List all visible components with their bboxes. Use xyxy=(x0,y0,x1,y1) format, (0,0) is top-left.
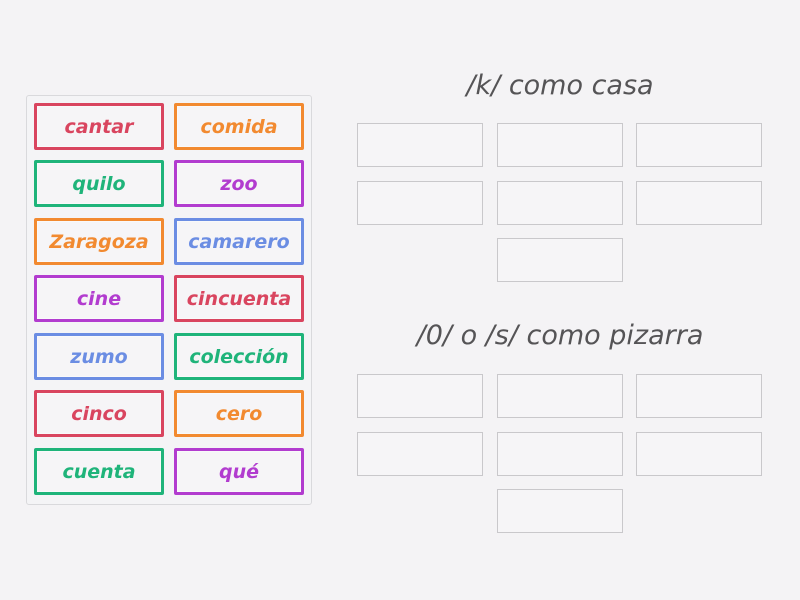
word-card[interactable]: comida xyxy=(174,103,304,150)
drop-slot[interactable] xyxy=(497,432,623,476)
word-card[interactable]: quilo xyxy=(34,160,164,207)
drop-slot[interactable] xyxy=(357,181,483,225)
word-card[interactable]: colección xyxy=(174,333,304,380)
drop-slot[interactable] xyxy=(357,432,483,476)
drop-slot[interactable] xyxy=(497,374,623,418)
drop-slot[interactable] xyxy=(636,123,762,167)
word-card[interactable]: cine xyxy=(34,275,164,322)
word-card[interactable]: cinco xyxy=(34,390,164,437)
drop-slot[interactable] xyxy=(357,374,483,418)
drop-slot[interactable] xyxy=(636,374,762,418)
word-card[interactable]: cuenta xyxy=(34,448,164,495)
word-card[interactable]: cincuenta xyxy=(174,275,304,322)
word-card[interactable]: zumo xyxy=(34,333,164,380)
word-card[interactable]: camarero xyxy=(174,218,304,265)
word-card[interactable]: qué xyxy=(174,448,304,495)
drop-slot[interactable] xyxy=(497,181,623,225)
word-card[interactable]: Zaragoza xyxy=(34,218,164,265)
drop-slot[interactable] xyxy=(497,123,623,167)
drop-slot[interactable] xyxy=(636,432,762,476)
word-card[interactable]: zoo xyxy=(174,160,304,207)
word-card[interactable]: cero xyxy=(174,390,304,437)
drop-slot[interactable] xyxy=(357,123,483,167)
drop-slot[interactable] xyxy=(636,181,762,225)
drop-slot[interactable] xyxy=(497,489,623,533)
drop-slot[interactable] xyxy=(497,238,623,282)
group-heading-theta-s: /0/ o /s/ como pizarra xyxy=(416,320,704,351)
group-heading-k: /k/ como casa xyxy=(466,70,654,101)
word-card[interactable]: cantar xyxy=(34,103,164,150)
